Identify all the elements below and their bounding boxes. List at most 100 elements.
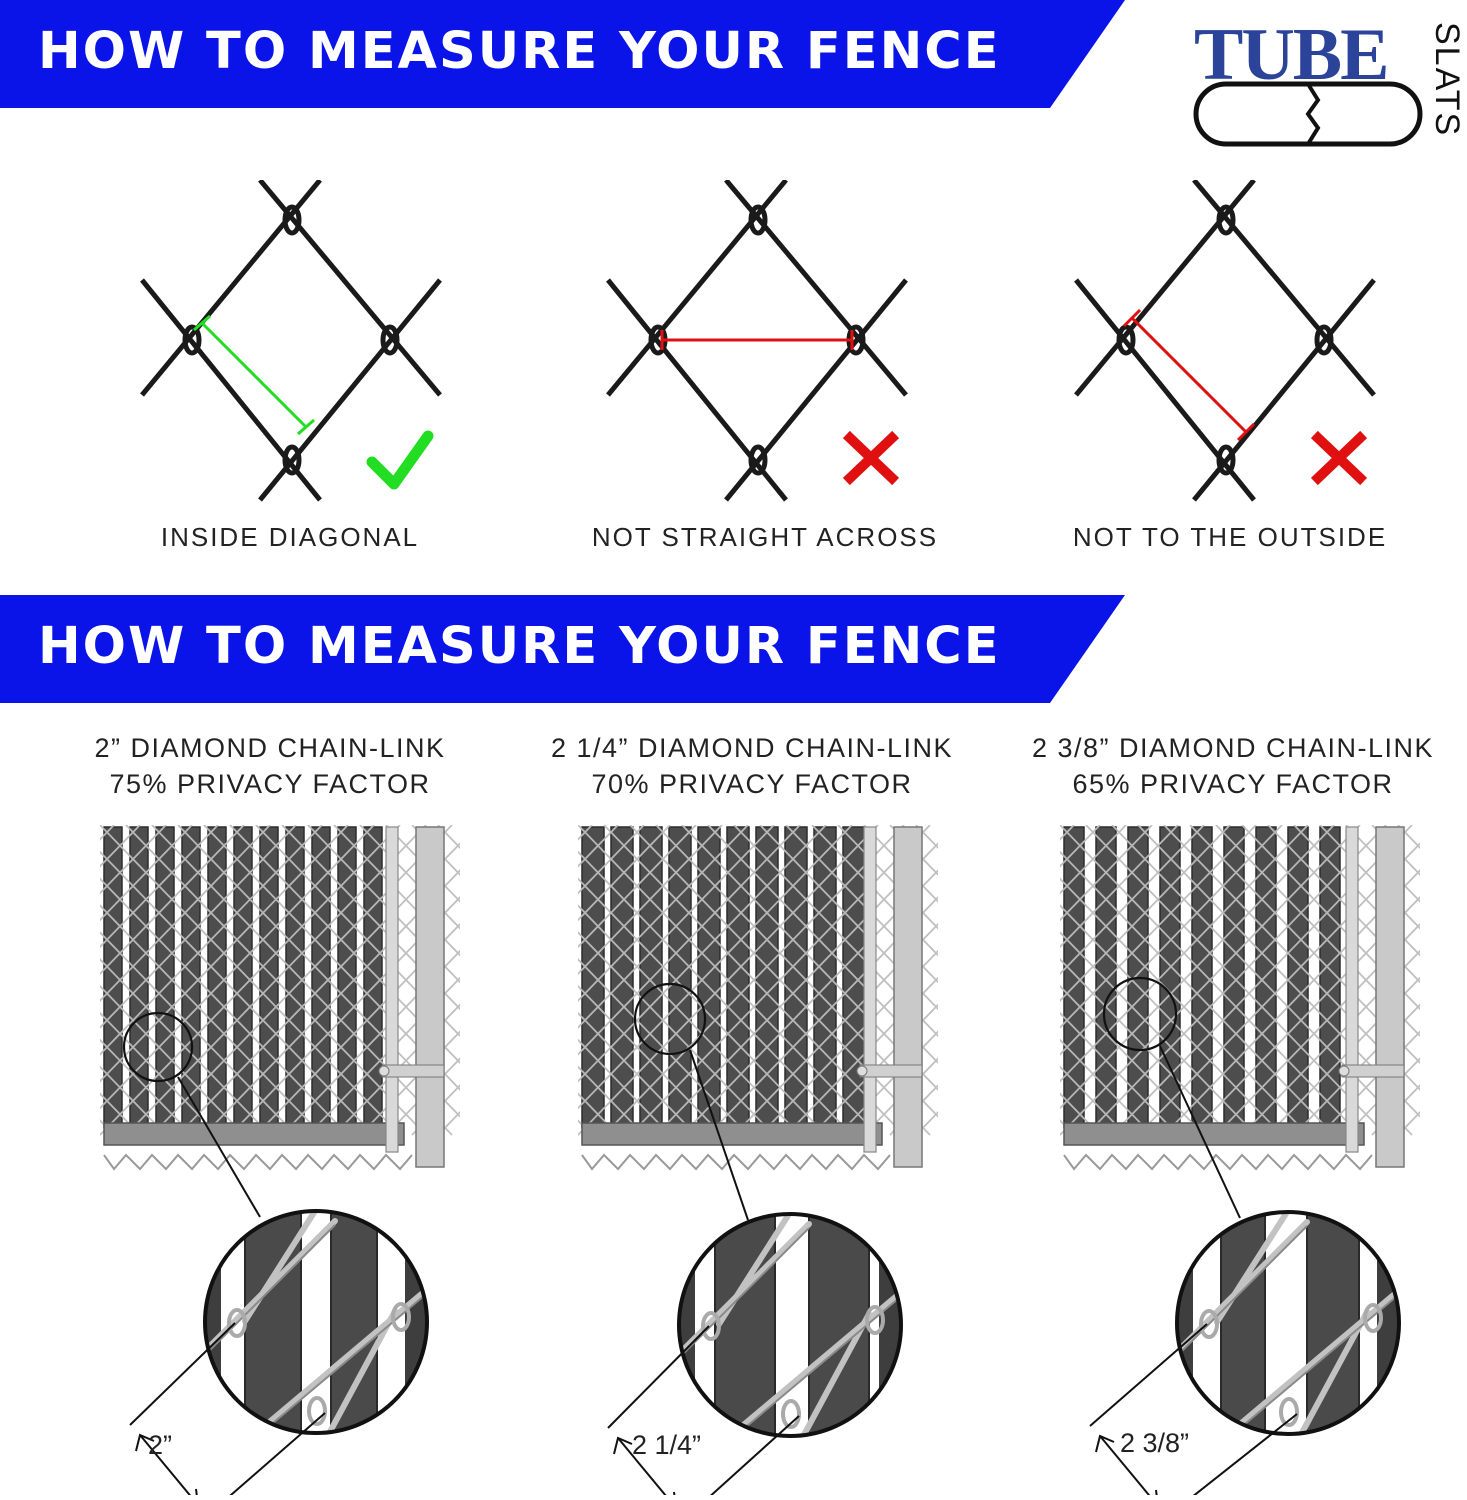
measurement-line [1122,308,1256,442]
bottom-banner: HOW TO MEASURE YOUR FENCE [0,595,1125,705]
banner-title-top: HOW TO MEASURE YOUR FENCE [38,22,1001,81]
post-band [859,1064,923,1078]
chain-link-diamond-diagram [140,178,442,502]
slat [205,1211,221,1433]
tube-slats-logo: TUBE SLATS [1190,14,1467,150]
slat [330,1211,378,1433]
pointer-line [1159,1045,1241,1219]
method-straight-across [606,178,936,515]
bottom-rail [581,1122,883,1146]
fence-illustration [1060,825,1420,1495]
slat [1220,1212,1266,1434]
zoom-detail [679,1214,901,1436]
highlight-circle [633,982,707,1056]
fence-panel [1060,825,1420,1171]
size-spec-3: 2 3/8” DIAMOND CHAIN-LINK 65% PRIVACY FA… [1000,730,1466,802]
size-title: 2” DIAMOND CHAIN-LINK [94,733,446,763]
wire-knuckle [227,1308,247,1338]
wire-knuckle [182,324,202,356]
chain-wire [1074,178,1376,502]
method-inside-diagonal [140,178,470,515]
zoom-circle-outline [203,1209,429,1435]
bottom-wire [581,1153,891,1171]
arrow-head [195,1488,198,1495]
method-outside [1074,178,1404,515]
wire-knuckle [1216,204,1236,236]
chain-link-diamond-diagram [606,178,908,502]
size-spec-1: 2” DIAMOND CHAIN-LINK 75% PRIVACY FACTOR [60,730,480,802]
slat [1177,1212,1193,1434]
measurement-line [660,330,854,350]
zoom-detail [205,1211,427,1433]
bottom-rail [1063,1122,1365,1146]
pointer-line [689,1049,749,1221]
size-spec-2: 2 1/4” DIAMOND CHAIN-LINK 70% PRIVACY FA… [522,730,982,802]
tension-bar [385,826,399,1153]
wire-knuckle [1216,444,1236,476]
fence-post [893,826,923,1168]
wire-knuckle [1279,1397,1299,1427]
banner-shape [0,0,1125,108]
wire-knuckle [748,444,768,476]
wire-knuckle [307,1396,327,1426]
highlight-circle [1102,976,1178,1052]
chain-wire [606,178,908,502]
wire-knuckle [1314,324,1334,356]
measure-label-2: 2 1/4” [632,1430,702,1460]
privacy-factor: 65% PRIVACY FACTOR [1072,769,1394,799]
wire-knuckle [865,1305,885,1335]
size-title: 2 3/8” DIAMOND CHAIN-LINK [1031,733,1435,763]
band-bolt [856,1065,868,1077]
bottom-wire [1063,1153,1373,1171]
privacy-factor: 70% PRIVACY FACTOR [591,769,913,799]
zoom-circle-outline [1175,1210,1401,1436]
post-band [1341,1064,1405,1078]
arrow-head [135,1433,155,1452]
tension-bar [863,826,877,1153]
x-icon [842,430,900,486]
fence-post [415,826,445,1168]
chain-link-diamond-diagram [1074,178,1376,502]
logo-capsule-icon [1193,81,1423,147]
bottom-rail [103,1122,405,1146]
dimension-lines [129,1322,326,1495]
zoom-circle-outline [677,1212,903,1438]
wire-knuckle [781,1399,801,1429]
fence-panel [100,825,460,1171]
wire-knuckle [1116,324,1136,356]
highlight-circle [122,1011,194,1083]
wire-knuckle [701,1311,721,1341]
dimension-lines [607,1325,800,1495]
logo-sub: SLATS [1428,22,1466,138]
wire-knuckle [1199,1309,1219,1339]
dimension-lines [1089,1323,1298,1495]
arrow-head [1095,1434,1115,1453]
chain-wire-overlay [578,825,938,1136]
pointer-line [177,1076,261,1218]
post-band [381,1064,445,1078]
size-title: 2 1/4” DIAMOND CHAIN-LINK [550,733,954,763]
banner-title-bottom: HOW TO MEASURE YOUR FENCE [38,617,1001,676]
fence-post [1375,826,1405,1168]
logo-word: TUBE [1194,14,1390,96]
check-icon [366,430,434,490]
wire-knuckle [748,204,768,236]
method-caption-3: NOT TO THE OUTSIDE [1072,522,1388,552]
slat [679,1214,695,1436]
measure-label-1: 2” [148,1430,173,1460]
tension-bar [1345,826,1359,1153]
wire-knuckle [282,204,302,236]
wire-knuckle [282,444,302,476]
bottom-wire [103,1153,413,1171]
band-bolt [378,1065,390,1077]
wire-knuckle [391,1302,411,1332]
banner-shape [0,595,1125,703]
fence-illustration [100,825,460,1495]
band-bolt [1338,1065,1350,1077]
privacy-factor: 75% PRIVACY FACTOR [109,769,431,799]
method-caption-1: INSIDE DIAGONAL [160,522,420,552]
measurement-line [193,314,315,436]
top-banner: HOW TO MEASURE YOUR FENCE [0,0,1125,110]
fence-illustration [578,825,938,1495]
fence-panel [578,825,938,1171]
